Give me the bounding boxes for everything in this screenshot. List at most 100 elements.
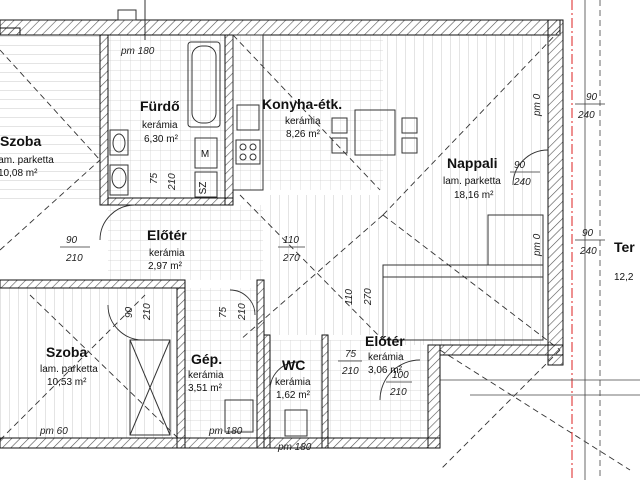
door-width: 75 bbox=[149, 172, 160, 184]
room-material: kerámia bbox=[285, 116, 321, 127]
dryer-label: SZ bbox=[198, 182, 209, 195]
door-swings bbox=[99, 149, 549, 401]
wall-bath-left bbox=[99, 34, 109, 206]
room-name: Előtér bbox=[147, 227, 187, 243]
wall-top bbox=[0, 19, 561, 36]
wall-machine-left bbox=[176, 287, 186, 449]
machine-room-floor bbox=[185, 288, 257, 438]
room-material: kerámia bbox=[149, 248, 185, 259]
cooktop bbox=[235, 139, 261, 165]
level-label: pm 60 bbox=[39, 426, 68, 437]
door-height: 240 bbox=[513, 177, 531, 188]
door-width: 110 bbox=[344, 289, 355, 305]
room-name: WC bbox=[282, 357, 305, 373]
room-area: 3,06 m² bbox=[368, 365, 403, 376]
kitchen-fixtures bbox=[232, 34, 418, 191]
corridor-floor bbox=[263, 195, 383, 335]
wall-hall-top bbox=[107, 197, 234, 206]
kitchen-sink bbox=[236, 104, 260, 131]
wall-machine-right bbox=[256, 279, 265, 449]
boiler bbox=[224, 399, 254, 433]
level-label: pm 180 bbox=[277, 442, 312, 453]
door-width: 75 bbox=[218, 306, 229, 318]
wall-wc-right bbox=[321, 334, 329, 449]
washer-label: M bbox=[201, 149, 209, 160]
room-name: Ter bbox=[614, 239, 635, 255]
door-width: 100 bbox=[392, 370, 409, 381]
room-name: Előtér bbox=[365, 333, 405, 349]
room-material: kerámia bbox=[275, 377, 311, 388]
door-width: 90 bbox=[582, 228, 594, 239]
bathtub bbox=[187, 41, 221, 128]
room-name: Szoba bbox=[46, 344, 87, 360]
bedroom-bottom-floor bbox=[0, 288, 175, 438]
wall-living-bottom bbox=[439, 344, 564, 356]
room-name: Szoba bbox=[0, 133, 41, 149]
room-area: 10,08 m² bbox=[0, 168, 38, 179]
door-height: 270 bbox=[282, 253, 300, 264]
walls bbox=[0, 19, 564, 449]
hall-floor bbox=[108, 205, 263, 280]
level-labels: pm 180 pm 0 pm 0 pm 60 pm 180 pm 180 bbox=[39, 46, 543, 453]
door-height: 210 bbox=[142, 303, 153, 321]
door-width: 90 bbox=[586, 92, 598, 103]
level-label: pm 180 bbox=[120, 46, 155, 57]
room-material: lam. parketta bbox=[40, 364, 98, 375]
wall-corner-top-left bbox=[0, 27, 21, 36]
entry-floor bbox=[328, 340, 428, 438]
kitchen-counter bbox=[232, 34, 264, 191]
room-name: Fürdő bbox=[140, 98, 180, 114]
wall-bottom bbox=[0, 437, 441, 449]
room-area: 8,26 m² bbox=[286, 129, 321, 140]
door-height: 210 bbox=[167, 173, 178, 191]
wc-floor bbox=[270, 340, 322, 438]
bottom-wardrobe bbox=[129, 339, 171, 436]
room-material: kerámia bbox=[188, 370, 224, 381]
floor-finishes bbox=[0, 35, 548, 438]
top-marker bbox=[117, 0, 146, 40]
room-area: 10,53 m² bbox=[47, 377, 87, 388]
door-width: 90 bbox=[124, 306, 135, 318]
door-width: 75 bbox=[345, 349, 357, 360]
door-width: 90 bbox=[66, 235, 78, 246]
wc-bowl bbox=[284, 409, 308, 437]
wall-bedroom-top-bottom bbox=[0, 279, 186, 289]
wall-right bbox=[547, 19, 564, 366]
washing-machine bbox=[194, 137, 218, 169]
door-height: 210 bbox=[341, 366, 359, 377]
wall-entry-right bbox=[427, 344, 441, 449]
wall-bath-right bbox=[224, 34, 234, 206]
room-name: Nappali bbox=[447, 155, 498, 171]
door-height: 240 bbox=[577, 110, 595, 121]
door-height: 210 bbox=[237, 303, 248, 321]
door-height: 210 bbox=[65, 253, 83, 264]
room-material: kerámia bbox=[368, 352, 404, 363]
door-height: 210 bbox=[389, 387, 407, 398]
sink bbox=[109, 129, 129, 156]
dryer bbox=[194, 171, 218, 198]
door-height: 240 bbox=[579, 246, 597, 257]
door-dimensions: 90 240 90 240 90 240 90 210 75 210 110 2… bbox=[60, 92, 605, 398]
room-labels: Szoba lam. parketta 10,08 m² Fürdő kerám… bbox=[0, 96, 635, 401]
bedroom-top-floor bbox=[0, 35, 100, 205]
wall-wc-left bbox=[263, 334, 271, 449]
living-fixtures bbox=[382, 214, 544, 341]
room-name: Gép. bbox=[191, 351, 222, 367]
level-label: pm 180 bbox=[208, 426, 243, 437]
room-material: lam. parketta bbox=[443, 176, 501, 187]
bedroom-fixtures bbox=[129, 339, 308, 437]
room-name: Konyha-étk. bbox=[262, 96, 342, 112]
room-material: kerámia bbox=[142, 120, 178, 131]
room-area: 12,2 bbox=[614, 272, 634, 283]
living-floor bbox=[383, 35, 548, 345]
bathroom-fixtures bbox=[109, 41, 221, 198]
door-width: 90 bbox=[514, 160, 526, 171]
room-area: 6,30 m² bbox=[144, 134, 179, 145]
room-material: lam. parketta bbox=[0, 155, 54, 166]
door-width: 110 bbox=[283, 235, 299, 246]
level-label: pm 0 bbox=[532, 93, 543, 117]
room-area: 1,62 m² bbox=[276, 390, 311, 401]
room-area: 2,97 m² bbox=[148, 261, 183, 272]
door-height: 270 bbox=[363, 288, 374, 306]
